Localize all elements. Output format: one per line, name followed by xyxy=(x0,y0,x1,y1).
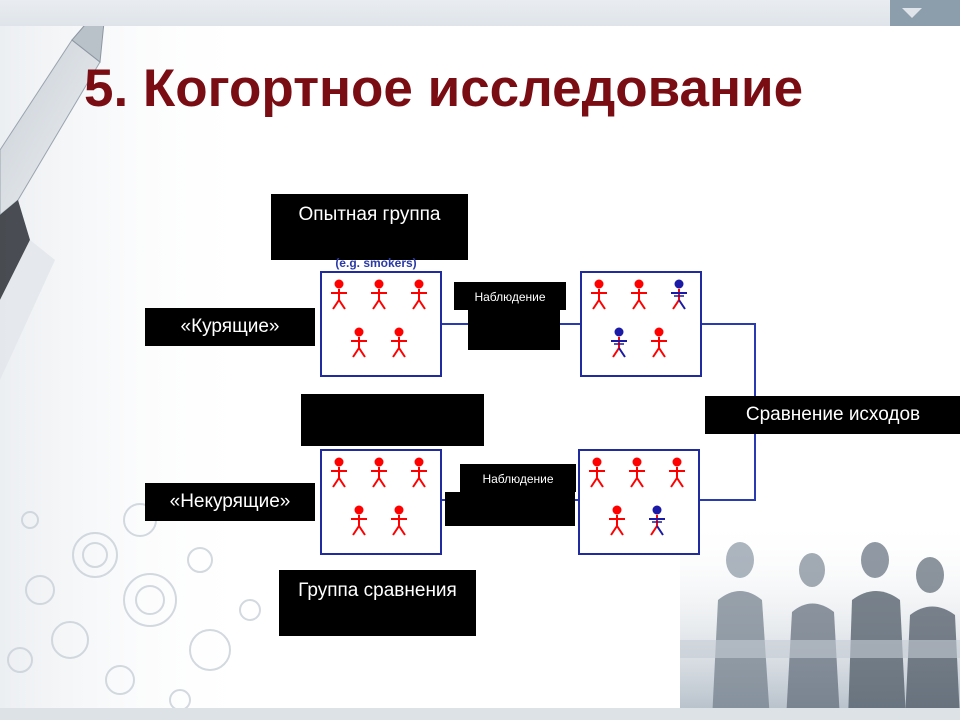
smokers-end-box xyxy=(580,271,702,377)
control-group-label: Группа сравнения xyxy=(279,570,476,636)
nonsmokers-start-figure-2 xyxy=(371,457,387,488)
nonsmokers-end-figure-2 xyxy=(629,457,645,488)
smokers-start-figure-3 xyxy=(411,279,427,310)
blank-block-middle xyxy=(301,394,484,446)
nonsmokers-start-figure-4 xyxy=(351,505,367,536)
observation-label-bottom: Наблюдение xyxy=(460,464,576,492)
smokers-end-figure-3 xyxy=(671,279,687,310)
blank-block-bottom xyxy=(445,492,575,526)
nonsmokers-start-figure-1 xyxy=(331,457,347,488)
corner-notch xyxy=(902,8,922,18)
smokers-start-figure-2 xyxy=(371,279,387,310)
smokers-start-box xyxy=(320,271,442,377)
nonsmokers-end-figure-3 xyxy=(669,457,685,488)
connector-compare-bottom xyxy=(699,434,756,501)
nonsmokers-end-box xyxy=(578,449,700,555)
nonsmokers-start-box xyxy=(320,449,442,555)
corner-ribbon xyxy=(890,0,960,26)
smokers-end-figure-1 xyxy=(591,279,607,310)
smokers-start-figure-5 xyxy=(391,327,407,358)
figures-layer xyxy=(331,279,687,536)
nonsmokers-label: «Некурящие» xyxy=(145,483,315,521)
smokers-end-figure-4 xyxy=(611,327,627,358)
nonsmokers-start-figure-3 xyxy=(411,457,427,488)
business-people-illustration xyxy=(680,520,960,720)
decorative-circles xyxy=(7,503,261,711)
nonsmokers-start-figure-5 xyxy=(391,505,407,536)
connector-compare-top xyxy=(701,323,756,396)
smokers-start-figure-4 xyxy=(351,327,367,358)
nonsmokers-end-figure-4 xyxy=(609,505,625,536)
smokers-end-figure-5 xyxy=(651,327,667,358)
smokers-end-figure-2 xyxy=(631,279,647,310)
exposed-group-label: Опытная группа xyxy=(271,194,468,260)
slide-title: 5. Когортное исследование xyxy=(84,59,804,118)
smokers-start-figure-1 xyxy=(331,279,347,310)
comparison-label: Сравнение исходов xyxy=(705,396,960,434)
top-band xyxy=(0,0,960,26)
exposed-group-sublabel: (e.g. smokers) xyxy=(335,258,417,270)
observation-label-top: Наблюдение xyxy=(454,282,566,310)
blank-block-top xyxy=(468,310,560,350)
smokers-label: «Курящие» xyxy=(145,308,315,346)
nonsmokers-end-figure-1 xyxy=(589,457,605,488)
nonsmokers-end-figure-5 xyxy=(649,505,665,536)
